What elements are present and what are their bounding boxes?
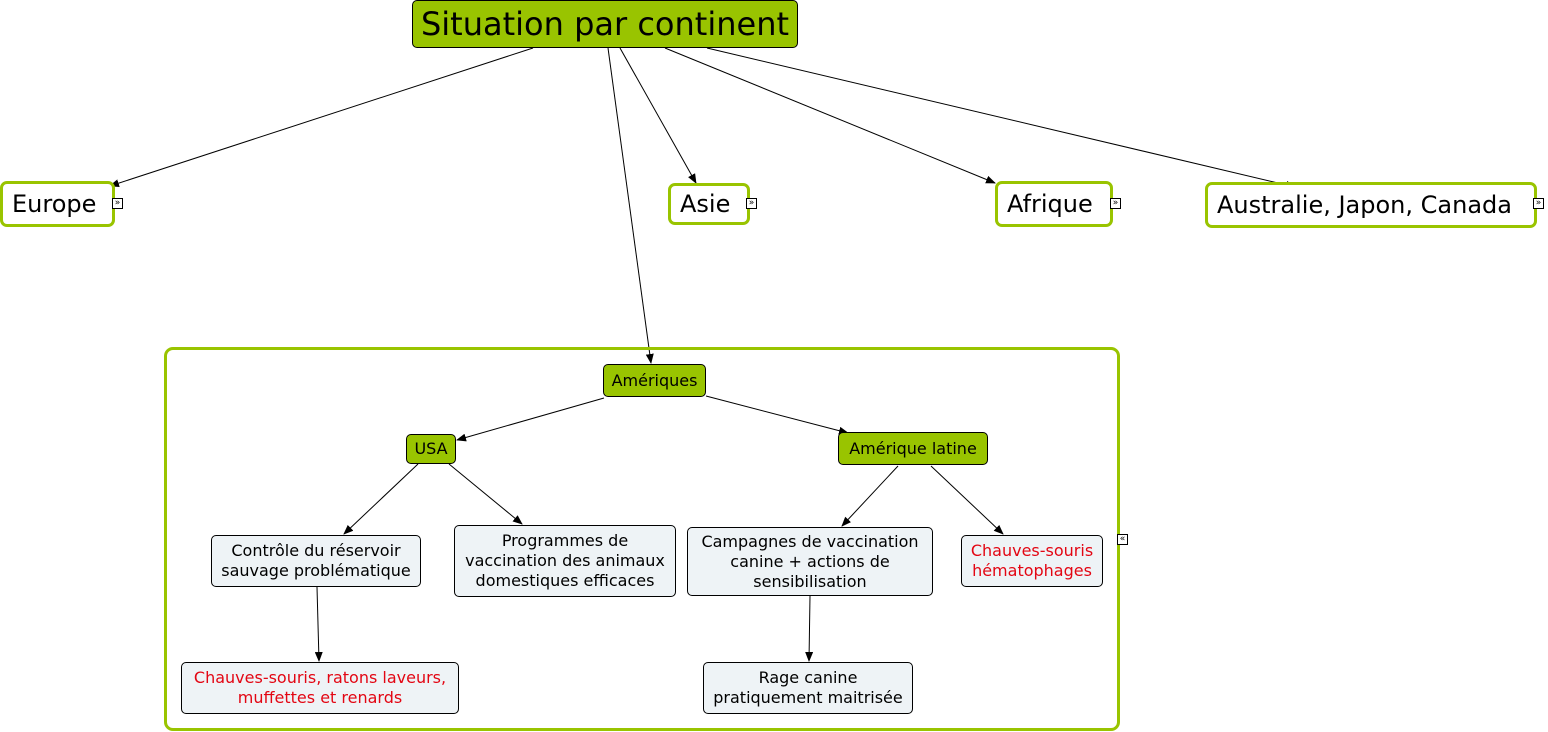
edge-usa-programmes (448, 463, 523, 525)
edge-ameriques-latine (705, 395, 849, 435)
expand-icon[interactable]: » (112, 198, 123, 209)
node-programmes-vaccination[interactable]: Programmes de vaccination des animaux do… (454, 525, 676, 597)
node-chauves-souris-ratons-label: Chauves-souris, ratons laveurs, muffette… (193, 668, 447, 707)
edge-root-afrique (664, 47, 996, 184)
edge-ameriques-usa (456, 397, 605, 442)
edge-root-ameriques (607, 47, 654, 364)
edge-usa-controle (343, 463, 419, 535)
expand-icon[interactable]: » (1110, 198, 1121, 209)
node-controle-reservoir-label: Contrôle du réservoir sauvage problémati… (221, 541, 411, 580)
edge-root-asie (619, 47, 697, 184)
expand-icon[interactable]: » (746, 198, 757, 209)
continent-europe[interactable]: Europe (0, 181, 115, 227)
node-controle-reservoir[interactable]: Contrôle du réservoir sauvage problémati… (211, 535, 421, 587)
continent-afrique[interactable]: Afrique (995, 181, 1113, 227)
edge-latine-hematophages (930, 465, 1004, 535)
root-node-label: Situation par continent (420, 5, 790, 43)
node-rage-canine[interactable]: Rage canine pratiquement maitrisée (703, 662, 913, 714)
node-amerique-latine-label: Amérique latine (849, 438, 977, 458)
continent-asie-label: Asie (680, 190, 731, 218)
edge-root-australie (706, 47, 1296, 189)
node-amerique-latine[interactable]: Amérique latine (838, 432, 988, 465)
expand-icon[interactable]: » (1533, 198, 1544, 209)
node-ameriques-label: Amériques (611, 370, 698, 390)
edge-latine-campagnes (841, 465, 899, 527)
node-programmes-vaccination-label: Programmes de vaccination des animaux do… (465, 531, 665, 590)
node-chauves-souris-ratons[interactable]: Chauves-souris, ratons laveurs, muffette… (181, 662, 459, 714)
node-campagnes-vaccination-label: Campagnes de vaccination canine + action… (701, 531, 919, 591)
root-node[interactable]: Situation par continent (412, 0, 798, 48)
node-ameriques[interactable]: Amériques (603, 364, 706, 397)
edge-root-europe (109, 47, 534, 188)
continent-australie-japon-canada[interactable]: Australie, Japon, Canada (1205, 182, 1537, 228)
edge-campagnes-rage (805, 595, 814, 662)
node-chauves-souris-hematophages[interactable]: Chauves-souris hématophages (961, 535, 1103, 587)
node-usa[interactable]: USA (406, 434, 456, 464)
node-campagnes-vaccination[interactable]: Campagnes de vaccination canine + action… (687, 527, 933, 596)
continent-afrique-label: Afrique (1007, 190, 1093, 218)
node-chauves-souris-hematophages-label: Chauves-souris hématophages (970, 541, 1094, 580)
continent-europe-label: Europe (12, 190, 97, 218)
continent-australie-label: Australie, Japon, Canada (1217, 191, 1512, 219)
node-usa-label: USA (414, 439, 448, 458)
collapse-icon[interactable]: « (1117, 534, 1128, 545)
node-rage-canine-label: Rage canine pratiquement maitrisée (713, 668, 903, 707)
continent-asie[interactable]: Asie (668, 183, 750, 225)
edge-controle-especes (314, 586, 323, 662)
